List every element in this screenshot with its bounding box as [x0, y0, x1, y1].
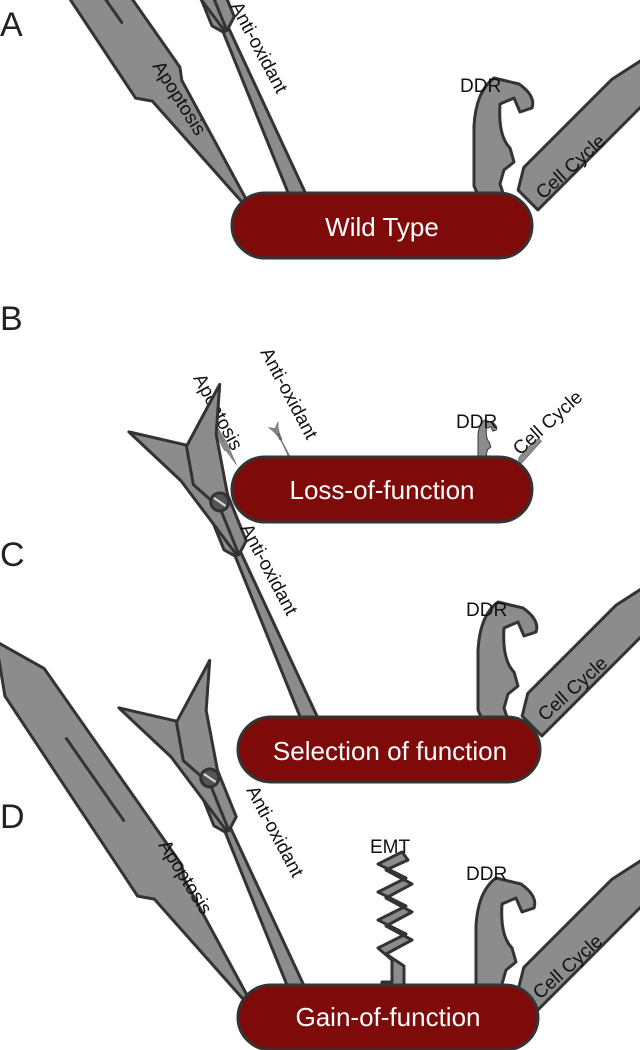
panel-letter: B [0, 300, 23, 338]
panel-c: C Selection of function Anti-oxidant DDR… [0, 382, 640, 784]
panel-a: A Wild Type Apoptosis Anti-oxidant DDR C… [0, 0, 640, 260]
panel-letter: C [0, 536, 25, 574]
handle-label: Selection of function [273, 736, 507, 766]
scissors-icon [267, 421, 295, 461]
emt-corkscrew-icon [376, 850, 414, 1002]
ddr-label: DDR [460, 76, 501, 97]
cell-cycle-label: Cell Cycle [509, 387, 587, 460]
ddr-label: DDR [466, 600, 507, 621]
handle-label: Wild Type [325, 212, 439, 242]
antioxidant-label: Anti-oxidant [256, 344, 322, 443]
knife-handle [236, 715, 542, 784]
knife-handle [236, 983, 540, 1050]
knife-handle [230, 455, 534, 524]
cell-cycle-blade-icon [512, 564, 640, 738]
apoptosis-blade-icon [0, 0, 278, 238]
handle-label: Gain-of-function [296, 1002, 481, 1032]
panel-letter: D [0, 798, 25, 836]
ddr-label: DDR [466, 864, 507, 885]
knife-handle [230, 191, 534, 260]
emt-label: EMT [370, 837, 411, 858]
ddr-label: DDR [456, 412, 497, 433]
antioxidant-label: Anti-oxidant [242, 782, 308, 881]
cell-cycle-blade-icon [508, 838, 640, 1012]
apoptosis-blade-icon [0, 626, 280, 1036]
panel-b: B Loss-of-function Apoptosis Anti-oxidan… [0, 300, 587, 524]
handle-label: Loss-of-function [290, 475, 475, 505]
cell-cycle-blade-icon [508, 38, 640, 212]
panel-letter: A [0, 6, 23, 44]
